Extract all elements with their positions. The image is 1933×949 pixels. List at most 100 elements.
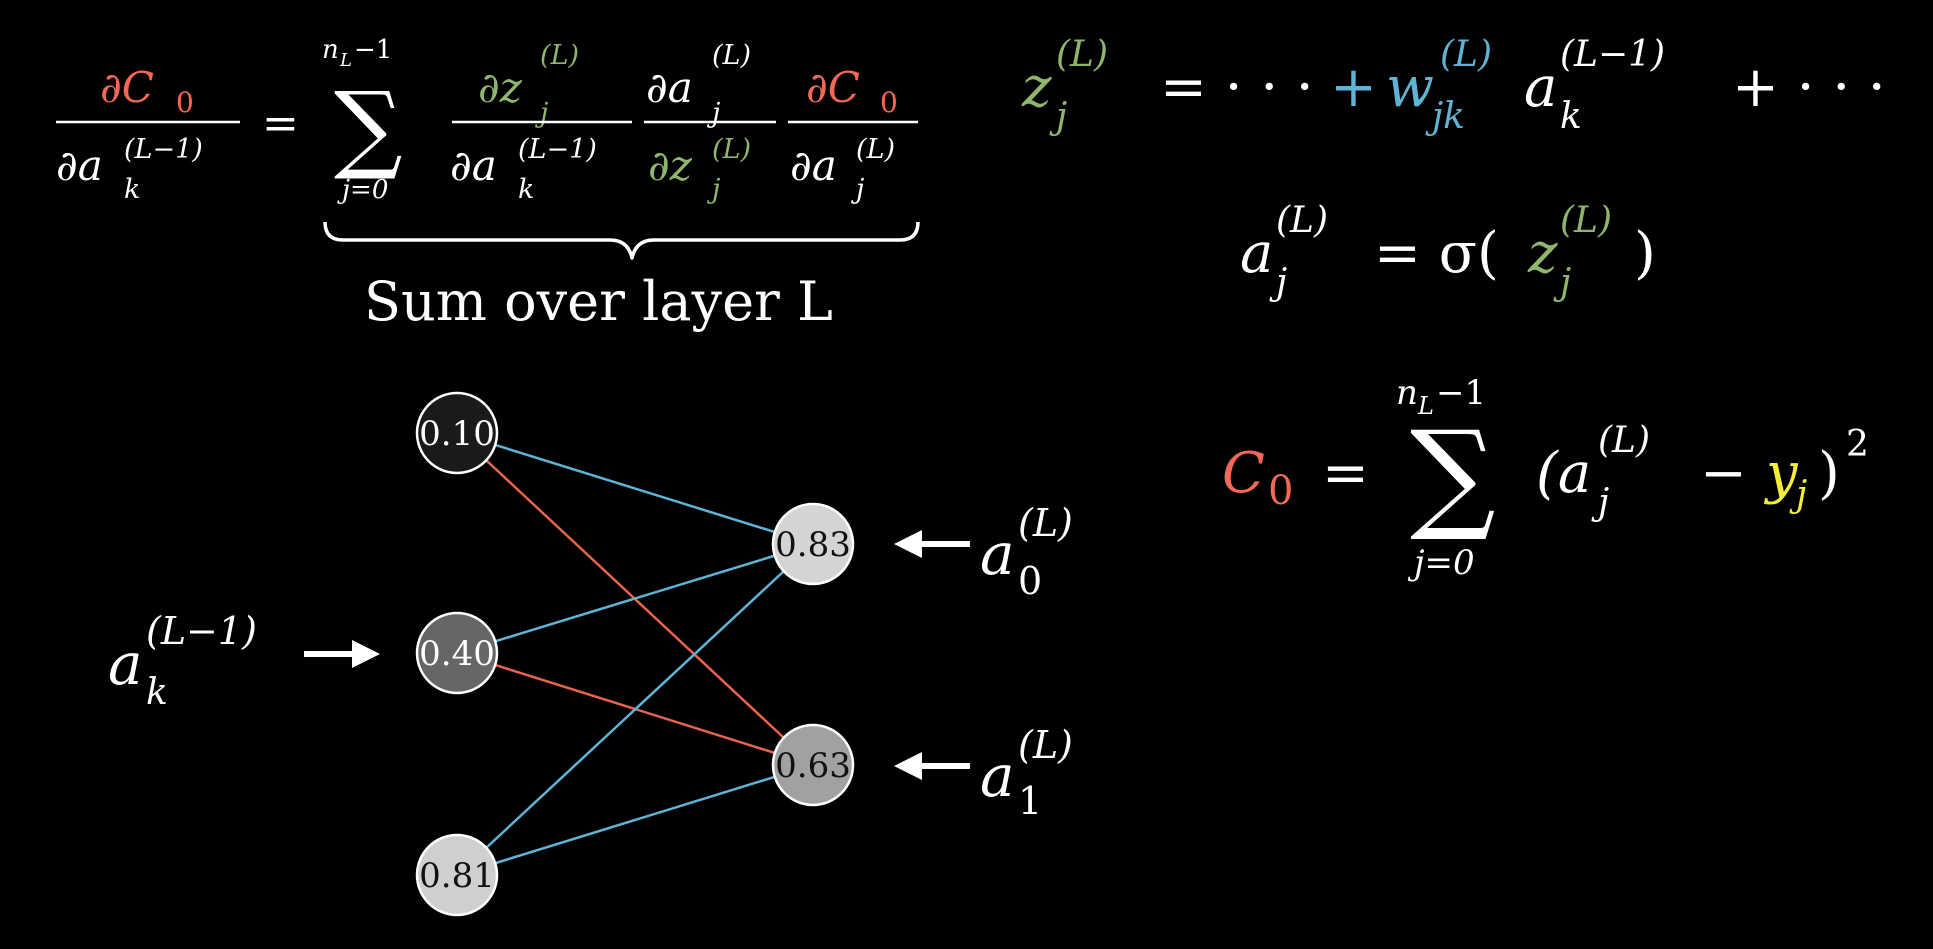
cost-eq-sum-upper-sub: L <box>1417 392 1434 420</box>
output-node-0: 0.83 <box>771 502 855 586</box>
input-label-sup: (L−1) <box>146 609 257 653</box>
input-node-2-value: 0.81 <box>419 856 495 896</box>
input-label-a: a <box>108 630 143 698</box>
fraction-dC-da: ∂C 0 ∂a j (L) <box>788 63 918 205</box>
output-label-0-sup: (L) <box>1018 501 1073 545</box>
a-eq-a: a <box>1240 221 1273 286</box>
cost-eq-y: y <box>1763 441 1799 506</box>
chain-sum-upper-n: n <box>322 35 339 65</box>
frac3-num-sub0: 0 <box>880 86 898 119</box>
cost-equation: C 0 = n L −1 ∑ j=0 (a j (L) − y j ) 2 <box>1222 373 1869 583</box>
input-node-2-circle <box>415 833 499 917</box>
a-eq-sup: (L) <box>1276 200 1328 241</box>
chain-sum-symbol: ∑ <box>334 71 403 183</box>
edge-2-0 <box>456 543 814 876</box>
cost-eq-open-a: (a <box>1536 441 1591 506</box>
output-arrow-1-icon <box>894 752 970 780</box>
output-label-1-a: a <box>980 742 1015 810</box>
chain-sum-lower: j=0 <box>337 175 388 205</box>
cost-eq-sub0: 0 <box>1268 468 1293 514</box>
input-node-1: 0.40 <box>415 611 499 695</box>
z-eq-plus: + <box>1330 55 1377 120</box>
cost-eq-C: C <box>1222 441 1265 506</box>
z-eq-w: w <box>1386 55 1434 120</box>
frac1-num-dz: ∂z <box>478 63 523 112</box>
input-node-0-value: 0.10 <box>419 414 495 454</box>
z-eq-sub-jk: jk <box>1425 96 1465 137</box>
input-arrow-icon <box>304 640 380 668</box>
cost-eq-sup: (L) <box>1598 420 1650 461</box>
z-eq-sub-k: k <box>1560 96 1582 137</box>
a-eq-eq-sigma: = σ( <box>1374 221 1499 286</box>
output-node-0-value: 0.83 <box>775 525 851 565</box>
chain-rule-equation: ∂C 0 ∂a k (L−1) = n L −1 ∑ j=0 ∂z j (L) … <box>56 35 920 333</box>
a-eq-z-sup: (L) <box>1560 200 1612 241</box>
frac1-num-sup: (L) <box>540 40 579 71</box>
a-eq-close: ) <box>1634 221 1656 286</box>
frac3-den-da: ∂a <box>790 141 837 190</box>
edge-2-1 <box>456 763 814 877</box>
frac2-den-sup: (L) <box>712 134 751 165</box>
frac1-den-sup: (L−1) <box>518 134 597 165</box>
lhs-denominator-da: ∂a <box>56 141 103 190</box>
input-label-sub: k <box>146 672 168 713</box>
frac2-den-dz: ∂z <box>648 141 693 190</box>
lhs-fraction: ∂C 0 ∂a k (L−1) <box>56 63 240 205</box>
network-diagram: 0.10 0.40 0.81 0.83 0.63 <box>415 391 855 917</box>
input-node-2: 0.81 <box>415 833 499 917</box>
output-node-0-circle <box>771 502 855 586</box>
chain-equals: = <box>262 98 299 149</box>
output-node-1-value: 0.63 <box>775 746 851 786</box>
cost-eq-sum-upper-n: n <box>1396 373 1418 413</box>
output-label-1-sup: (L) <box>1018 723 1073 767</box>
brace-label: Sum over layer L <box>364 270 833 333</box>
frac2-num-sup: (L) <box>712 40 751 71</box>
z-eq-w-sup: (L) <box>1440 34 1492 75</box>
lhs-denominator-sup: (L−1) <box>124 134 203 165</box>
z-eq-a-sup: (L−1) <box>1560 34 1665 75</box>
a-eq-z: z <box>1527 221 1558 286</box>
chain-sum-upper-rest: −1 <box>354 35 392 65</box>
z-eq-plus-dots: + · · · <box>1732 55 1886 120</box>
fraction-dz-da: ∂z j (L) ∂a k (L−1) <box>450 40 632 205</box>
output-label-0-sub: 0 <box>1018 559 1042 603</box>
z-eq-a: a <box>1524 55 1557 120</box>
z-equation: z j (L) = · · · + w jk (L) a k (L−1) + ·… <box>1021 34 1886 137</box>
cost-eq-sum-symbol: ∑ <box>1410 406 1496 545</box>
output-node-1: 0.63 <box>771 723 855 807</box>
cost-eq-sup2: 2 <box>1846 424 1869 465</box>
output-label-1-sub: 1 <box>1018 779 1042 823</box>
z-eq-z: z <box>1021 55 1052 120</box>
input-node-1-circle <box>415 611 499 695</box>
frac1-den-da: ∂a <box>450 141 497 190</box>
chain-sum: n L −1 ∑ j=0 <box>322 35 403 205</box>
input-node-1-value: 0.40 <box>419 634 495 674</box>
output-node-1-circle <box>771 723 855 807</box>
network-nodes: 0.10 0.40 0.81 0.83 0.63 <box>415 391 855 917</box>
input-label: a k (L−1) <box>108 609 380 713</box>
network-edges <box>456 431 814 877</box>
z-eq-sup: (L) <box>1056 34 1108 75</box>
frac3-den-sup: (L) <box>856 134 895 165</box>
input-node-0-circle <box>415 391 499 475</box>
edge-0-0 <box>456 431 814 546</box>
lhs-denominator-sub-k: k <box>124 174 140 205</box>
chain-sum-upper-sub: L <box>339 50 352 71</box>
cost-eq-equals: = <box>1322 441 1369 506</box>
output-label-0-a: a <box>980 520 1015 588</box>
input-node-0: 0.10 <box>415 391 499 475</box>
cost-eq-close: ) <box>1818 441 1840 506</box>
output-label-0: a 0 (L) <box>894 501 1073 603</box>
cost-eq-sum-upper-rest: −1 <box>1436 373 1486 413</box>
frac1-den-sub-k: k <box>518 174 534 205</box>
frac3-num-dC: ∂C <box>806 63 860 112</box>
frac2-num-da: ∂a <box>646 63 693 112</box>
cost-eq-minus: − <box>1700 441 1747 506</box>
lhs-numerator-dC: ∂C <box>100 63 154 112</box>
lhs-numerator-sub0: 0 <box>176 86 194 119</box>
output-arrow-0-icon <box>894 530 970 558</box>
cost-eq-sum-lower: j=0 <box>1407 543 1475 583</box>
output-label-1: a 1 (L) <box>894 723 1073 823</box>
